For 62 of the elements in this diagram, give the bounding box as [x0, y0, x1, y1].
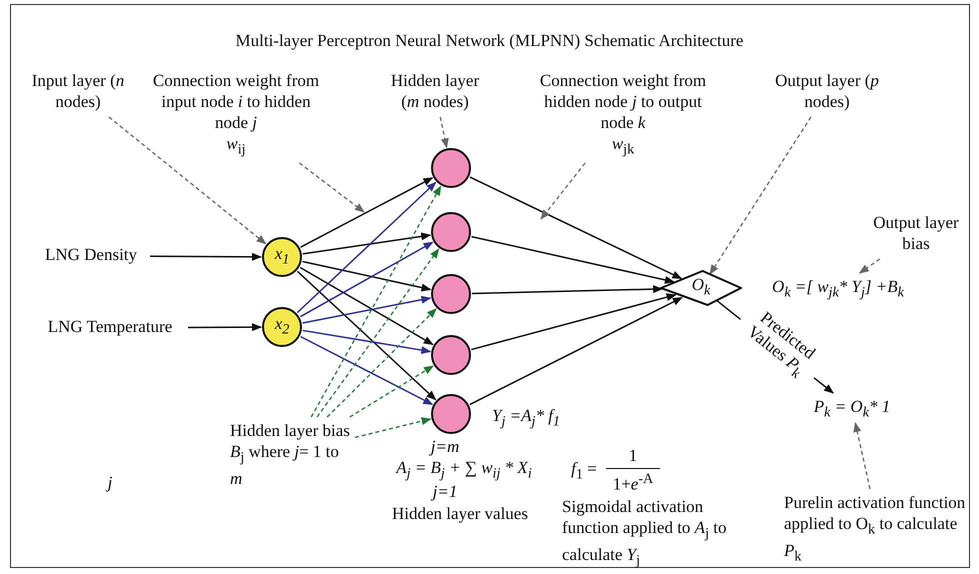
input-label: LNG Temperature — [35, 316, 185, 340]
arrow — [300, 266, 434, 346]
dashed-arrow — [440, 116, 449, 148]
arrow — [302, 232, 432, 255]
weight-caption: w$_{ij}$ — [225, 133, 247, 160]
arrow — [300, 242, 434, 318]
hidden-node — [431, 274, 471, 314]
arrow — [300, 336, 434, 406]
index-label: j — [104, 472, 114, 493]
activation-caption: Purelin activation function applied to O$_{k}$ to calculate P$_{k}$ — [784, 492, 972, 558]
fraction-denominator: 1+e$^{-A}$ — [606, 468, 660, 495]
arrow — [472, 285, 664, 294]
input-node — [262, 237, 302, 277]
variable-label: x$_{2}$ — [274, 313, 290, 340]
activation-caption: Sigmoidal activation function applied to A$_{j}$ to calculate Y$_{j}$ — [562, 496, 728, 571]
output-formula: O$_{k}$ =[ w$_{jk}$* Y$_{j}$] +B$_{k}$ — [748, 276, 928, 300]
layer-caption: Output layer (p nodes) — [768, 70, 886, 114]
input-label: LNG Density — [35, 244, 147, 268]
variable-label: x$_{1}$ — [274, 243, 290, 270]
weight-caption: w$_{jk}$ — [610, 133, 636, 160]
arrow — [188, 323, 262, 332]
arrow — [302, 330, 432, 354]
sum-limit: j=1 — [430, 481, 458, 502]
arrow — [296, 270, 436, 400]
dashed-arrow — [354, 417, 432, 438]
dashed-arrow — [540, 162, 586, 220]
fraction-numerator: 1 — [628, 445, 638, 466]
diagram-title: Multi-layer Perceptron Neural Network (MLPNN) Schematic Architecture — [234, 31, 744, 51]
dashed-arrow — [108, 116, 266, 244]
formula: Y$_{j}$ =A$_{j}$* f$_{1}$ — [490, 405, 561, 432]
variable-label: O$_{k}$ — [692, 274, 710, 301]
dashed-arrow — [709, 116, 812, 275]
arrow — [302, 260, 432, 292]
formula-caption: Hidden layer values — [391, 503, 529, 524]
layer-caption: Hidden layer (m nodes) — [383, 70, 487, 114]
arrow — [150, 252, 262, 261]
dashed-arrow — [326, 308, 437, 418]
layer-caption: Input layer (n nodes) — [26, 70, 130, 114]
arrow — [300, 177, 434, 248]
formula: f$_{1}$ = — [570, 458, 598, 484]
hidden-node — [431, 335, 471, 375]
hidden-node — [431, 212, 471, 252]
dashed-arrow — [858, 258, 880, 274]
arrow — [469, 296, 683, 406]
arrow — [471, 236, 675, 284]
input-node — [262, 307, 302, 347]
bias-caption: Hidden layer bias B$_{j}$ where j= 1 to m — [230, 420, 352, 486]
arrow — [302, 296, 432, 324]
arrow — [470, 176, 682, 280]
arrow — [471, 293, 676, 350]
hidden-node — [431, 148, 471, 188]
sum-limit: j=m — [428, 436, 460, 457]
bias-caption: Output layer bias — [862, 212, 970, 256]
dashed-arrow — [853, 422, 871, 490]
dashed-arrow — [310, 185, 442, 418]
dashed-arrow — [349, 365, 434, 418]
hidden-node — [431, 394, 471, 434]
arrow — [296, 182, 436, 314]
dashed-arrow — [298, 162, 365, 213]
dashed-arrow — [316, 248, 440, 418]
output-formula: P$_{k}$ = O$_{k}$* 1 — [800, 396, 904, 420]
formula: A$_{j}$ = B$_{j}$ + ∑ w$_{ij}$ * X$_{i}$ — [394, 457, 533, 484]
